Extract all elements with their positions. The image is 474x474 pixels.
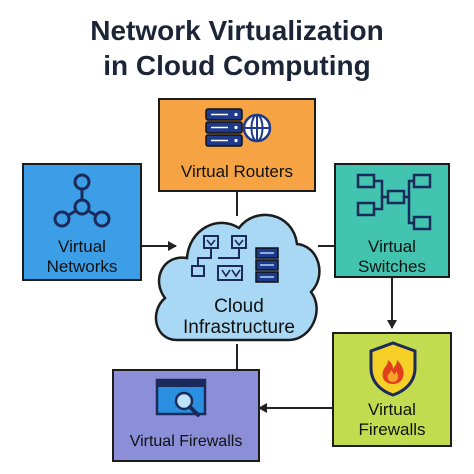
virtual-switches-box: Virtual Switches — [334, 163, 450, 278]
virtual-firewalls-right-box: Virtual Firewalls — [332, 332, 452, 447]
server-globe-icon — [205, 108, 272, 147]
virtual-firewalls-right-label-line-2: Firewalls — [358, 420, 426, 439]
switch-diagram-icon — [356, 173, 432, 231]
diagram-title-line-1: Network Virtualization — [90, 15, 384, 46]
cloud-infrastructure-label-line-1: Cloud — [214, 296, 264, 317]
virtual-routers-label: Virtual Routers — [180, 162, 294, 181]
virtual-switches-label-line-2: Switches — [357, 257, 427, 276]
network-nodes-icon — [53, 173, 111, 228]
monitor-search-icon — [155, 378, 207, 417]
shield-fire-icon — [369, 341, 417, 397]
virtual-firewalls-bottom-box: Virtual Firewalls — [112, 369, 260, 462]
cloud-infrastructure-label-line-2: Infrastructure — [183, 317, 295, 338]
virtual-networks-label-line-2: Networks — [46, 257, 118, 276]
virtual-switches-label-line-1: Virtual — [368, 237, 416, 256]
virtual-firewalls-right-label-line-1: Virtual — [368, 400, 416, 419]
virtual-networks-box: Virtual Networks — [22, 163, 142, 281]
diagram-title-line-2: in Cloud Computing — [103, 50, 371, 81]
virtual-firewalls-bottom-label: Virtual Firewalls — [129, 433, 243, 450]
virtual-networks-label-line-1: Virtual — [58, 237, 106, 256]
cloud-server-illustration — [191, 235, 279, 283]
virtual-routers-box: Virtual Routers — [158, 98, 316, 192]
